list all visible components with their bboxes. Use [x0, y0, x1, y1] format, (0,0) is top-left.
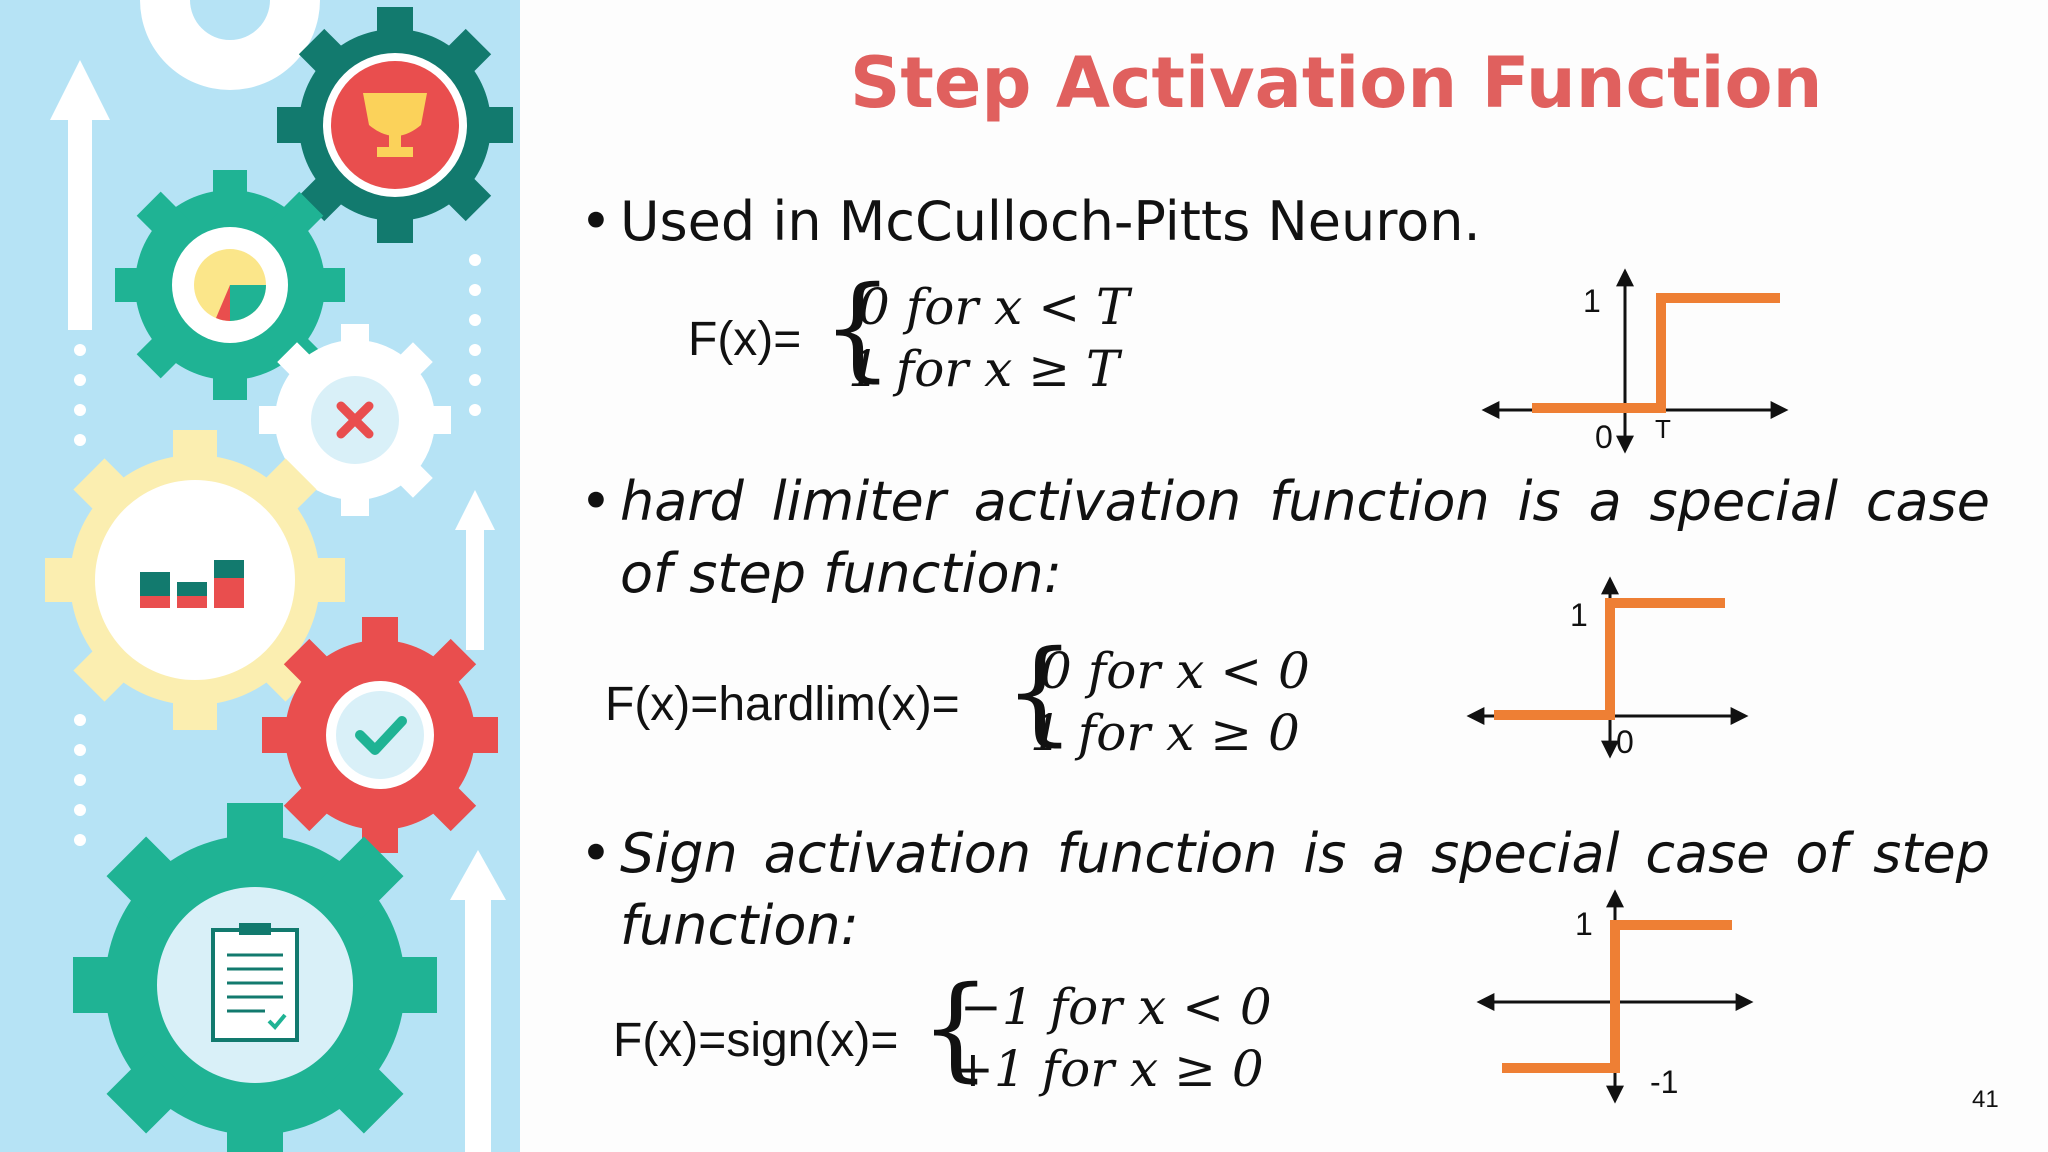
step-line	[1532, 293, 1780, 413]
close-gear	[259, 324, 451, 516]
bullet-text-line2: of step function:	[620, 542, 1062, 605]
brace: {	[1004, 627, 1076, 757]
case-1: −1 for x < 0	[960, 978, 1272, 1036]
bar-chart-gear	[45, 430, 345, 730]
case-1: 0 for x < 0	[1040, 642, 1310, 700]
slide-title: Step Activation Function	[850, 42, 1823, 124]
step-graph: 1 0 T	[1481, 268, 1789, 455]
check-gear	[262, 617, 498, 853]
bullet-sign-function: • Sign activation function is a special …	[580, 822, 1990, 972]
origin-label: 0	[1616, 724, 1634, 760]
step-line	[1494, 598, 1725, 720]
bullet-text-line1: Sign activation function is a special ca…	[620, 822, 1990, 885]
bullet-dot: •	[580, 822, 612, 885]
close-icon	[336, 401, 374, 439]
bullet-text-line2: function:	[620, 894, 859, 957]
case-2: +1 for x ≥ 0	[952, 1040, 1264, 1098]
brace: {	[822, 263, 894, 393]
step-line	[1502, 920, 1732, 1073]
case-1: 0 for x < T	[858, 278, 1130, 336]
case-2: 1 for x ≥ T	[848, 340, 1120, 398]
hardlim-graph: 1 0	[1466, 576, 1749, 760]
y-label: 1	[1583, 283, 1601, 319]
trophy-icon	[363, 93, 427, 157]
case-2: 1 for x ≥ 0	[1030, 704, 1300, 762]
bullet-hard-limiter: • hard limiter activation function is a …	[580, 470, 1990, 620]
pie-chart-gear	[115, 170, 345, 400]
origin-label: 0	[1595, 419, 1613, 455]
neg-label: -1	[1650, 1064, 1678, 1100]
sign-graph: 1 -1	[1476, 889, 1754, 1104]
pie-chart-icon	[194, 249, 266, 321]
y-label: 1	[1570, 597, 1588, 633]
bullet-text: Used in McCulloch-Pitts Neuron.	[620, 190, 1481, 253]
fx-label: F(x)=	[688, 313, 802, 366]
brace: {	[920, 963, 992, 1093]
clipboard-icon	[211, 923, 299, 1042]
trophy-gear	[277, 7, 513, 243]
y-label: 1	[1575, 906, 1593, 942]
bullet-dot: •	[580, 190, 612, 253]
check-icon	[355, 716, 407, 755]
clipboard-gear	[73, 803, 437, 1152]
bar-chart-icon	[140, 560, 244, 608]
bullet-mcculloch-pitts: • Used in McCulloch-Pitts Neuron.	[580, 190, 2000, 260]
up-arrow-icon	[50, 60, 506, 1152]
fx-sign-label: F(x)=sign(x)=	[613, 1014, 899, 1067]
fx-hardlim-label: F(x)=hardlim(x)=	[605, 678, 960, 731]
threshold-label: T	[1655, 414, 1671, 444]
bullet-text-line1: hard limiter activation function is a sp…	[620, 470, 1990, 533]
bullet-dot: •	[580, 470, 612, 533]
decorative-sidebar	[0, 0, 520, 1152]
gears-illustration	[45, 0, 513, 1152]
page-number: 41	[1972, 1086, 1999, 1113]
